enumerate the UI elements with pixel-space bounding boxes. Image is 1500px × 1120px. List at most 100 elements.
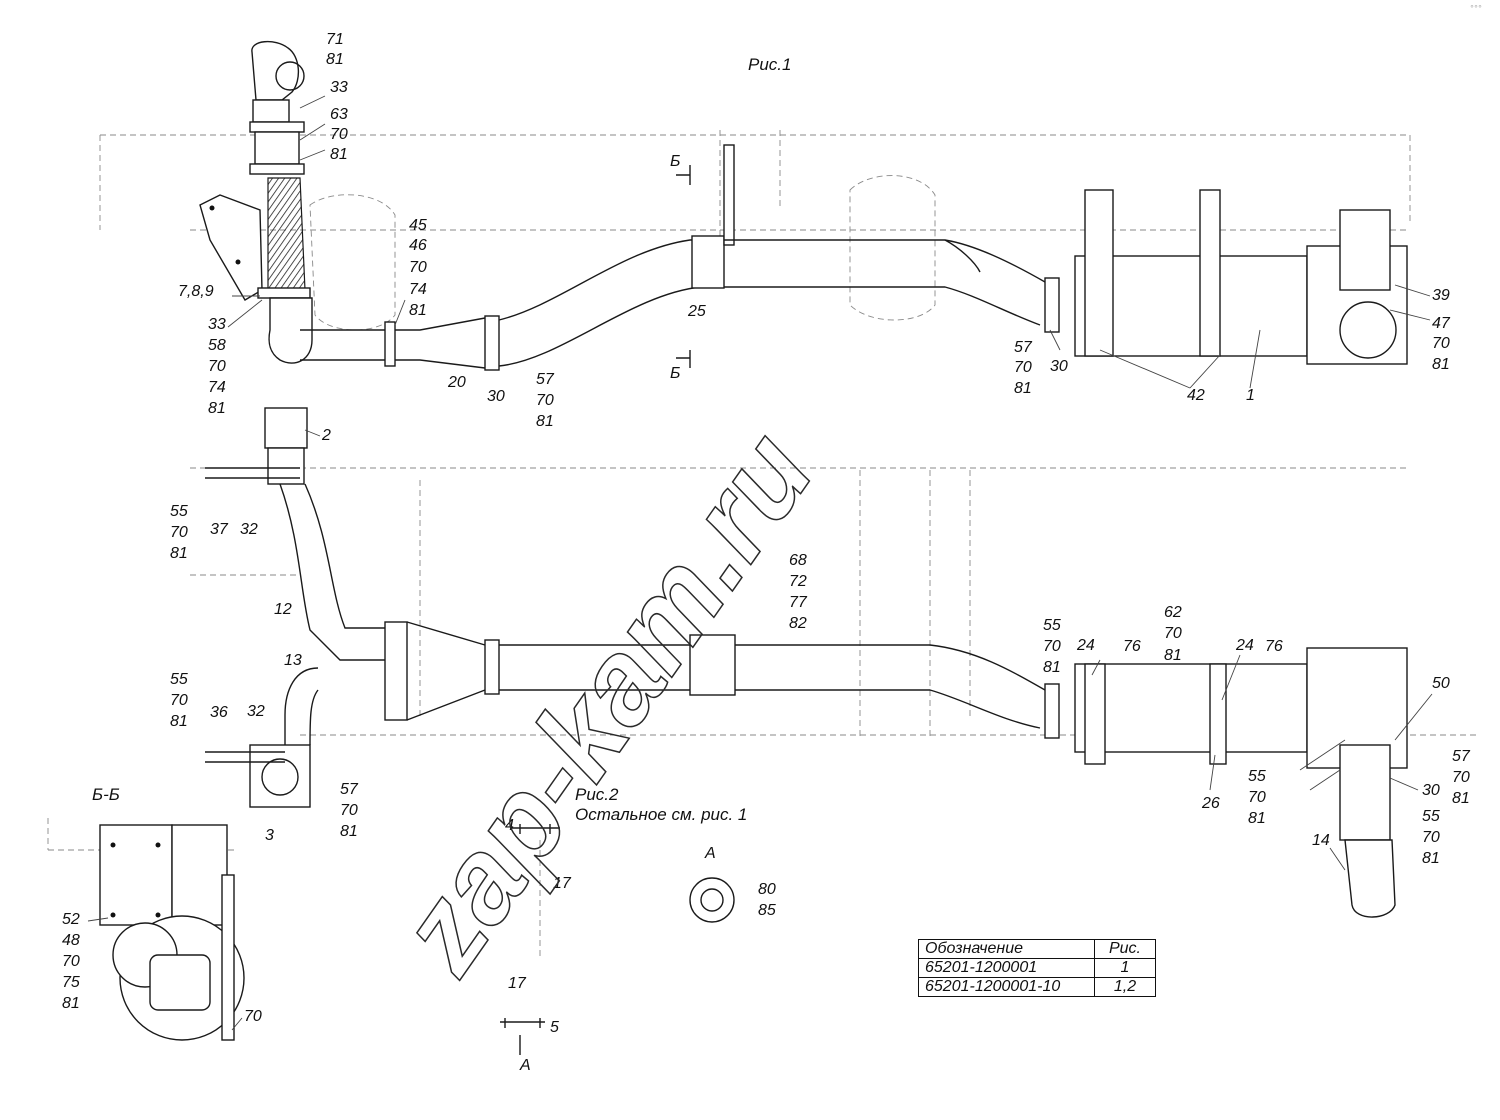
callout: 37 [210,521,229,538]
callout: 1 [1246,387,1255,404]
callout: 80 [758,881,776,898]
callout: 14 [1312,832,1330,849]
callout: 70 [62,953,80,970]
callout: 70 [208,358,226,375]
callout: 70 [1432,335,1450,352]
callout: 24 [1235,637,1254,654]
table-row: 65201-1200001 1 [918,958,1156,978]
callout: 33 [208,316,226,333]
callout: 70 [340,802,358,819]
callout: 7,8,9 [178,283,214,300]
callout: 77 [789,594,808,611]
callout: 62 [1164,604,1182,621]
callout: 70 [1452,769,1470,786]
callout: 70 [1422,829,1440,846]
callout: 5 [550,1019,559,1036]
table-cell: 65201-1200001-10 [918,977,1095,997]
callout: 57 [1452,748,1471,765]
turbo-outlet-flange [251,41,299,101]
callout: 81 [170,545,188,562]
callout: 81 [326,51,344,68]
callout: 81 [1164,647,1182,664]
callout: 25 [687,303,706,320]
callout: 26 [1201,795,1220,812]
callout: 4 [505,817,514,834]
callout: 52 [62,911,80,928]
callout: 55 [1248,768,1266,785]
callout: 48 [62,932,80,949]
table-row: 65201-1200001-10 1,2 [918,977,1156,997]
callout: 81 [330,146,348,163]
callout: 63 [330,106,348,123]
callout: 72 [789,573,807,590]
callout: 70 [536,392,554,409]
callout: 17 [553,875,572,892]
callout: 70 [330,126,348,143]
callout: 70 [1043,638,1061,655]
callout: 81 [1248,810,1266,827]
callout: 32 [240,521,258,538]
callout: 42 [1187,387,1205,404]
section-b-b [47,818,245,1041]
flexible-hose [267,177,306,293]
callout: 81 [340,823,358,840]
callout: 75 [62,974,80,991]
callout: 30 [1422,782,1440,799]
table-cell: 1,2 [1094,977,1156,997]
callouts-fig1: 71 81 33 63 70 81 45 46 70 74 81 7,8,9 3… [178,31,1451,430]
callout: 81 [1043,659,1061,676]
figure-1 [99,41,1411,371]
table-header-row: Обозначение Рис. [918,939,1156,959]
callouts-section: 52 48 70 75 81 70 [62,911,262,1025]
callouts-fig2: 2 55 70 81 37 32 12 13 55 70 81 36 32 57… [170,427,1471,1036]
section-marks: Б Б A A [519,153,716,1074]
figure-2 [190,407,1480,1055]
section-title: Б-Б [92,785,120,804]
lower-flange-3 [249,744,311,808]
callout: 58 [208,337,226,354]
callout: 82 [789,615,807,632]
callout: 55 [1043,617,1061,634]
callout: 2 [321,427,331,444]
callout: 32 [247,703,265,720]
callout: 57 [536,371,555,388]
table-header-cell: Рис. [1094,939,1156,959]
callout: 57 [1014,339,1033,356]
callout: 76 [1123,638,1141,655]
view-a-label: A [704,845,716,862]
callout: 12 [274,601,292,618]
callout: 81 [1452,790,1470,807]
callout: 17 [508,975,527,992]
fig2-note: Остальное см. рис. 1 [575,805,747,824]
callout: 71 [326,31,344,48]
designation-table: Обозначение Рис. 65201-1200001 1 65201-1… [918,939,1156,997]
callout: 70 [1014,359,1032,376]
callout: 81 [1014,380,1032,397]
callout: 74 [208,379,226,396]
callout: 70 [1164,625,1182,642]
corner-mark: °°° [1470,4,1482,13]
callout: 39 [1432,287,1450,304]
figure-titles: Рис.1 Рис.2 Остальное см. рис. 1 Б-Б [92,55,791,824]
table-cell: 1 [1094,958,1156,978]
callout: 50 [1432,675,1450,692]
callout: 47 [1432,315,1451,332]
callout: 74 [409,281,427,298]
callout: 45 [409,217,427,234]
callout: 70 [170,692,188,709]
callout: 68 [789,552,807,569]
section-mark-bottom: Б [670,365,680,382]
callout: 46 [409,237,427,254]
callout: 81 [536,413,554,430]
callout: 70 [244,1008,262,1025]
callout: 81 [62,995,80,1012]
callout: 55 [170,671,188,688]
view-a-arrow-label: A [519,1057,531,1074]
callout: 81 [1432,356,1450,373]
callout: 55 [170,503,188,520]
callout: 81 [208,400,226,417]
callout: 13 [284,652,302,669]
callout: 24 [1076,637,1095,654]
